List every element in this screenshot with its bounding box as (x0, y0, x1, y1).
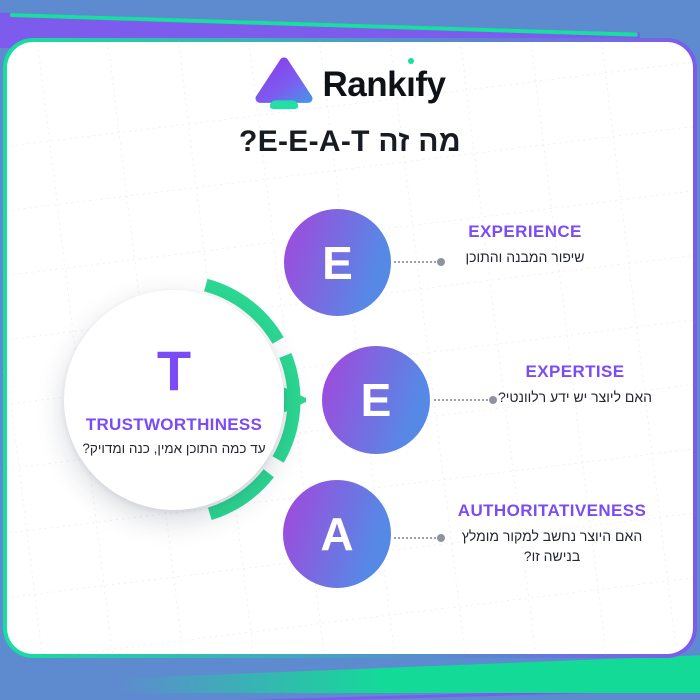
experience-item: EXPERIENCE שיפור המבנה והתוכן (452, 222, 598, 268)
expertise-heading: EXPERTISE (525, 362, 625, 381)
expertise-item: EXPERTISE האם ליוצר יש ידע רלוונטי? (496, 362, 654, 408)
expertise-letter: E (360, 374, 392, 426)
bottom-green-band (118, 655, 700, 693)
experience-badge: E (284, 209, 391, 316)
arc-segment (203, 278, 284, 344)
authoritativeness-connector (394, 534, 445, 542)
authoritativeness-heading: AUTHORITATIVENESS (457, 501, 647, 520)
authoritativeness-letter: A (320, 508, 354, 560)
trustworthiness-circle: T TRUSTWORTHINESS עד כמה התוכן אמין, כנה… (64, 290, 284, 510)
brand-name: Rankıfy (323, 67, 446, 102)
expertise-description: האם ליוצר יש ידע רלוונטי? (497, 389, 653, 405)
page-title: מה זה E-E-A-T? (239, 125, 461, 158)
logo-base (269, 100, 298, 110)
trustworthiness-letter: T (156, 338, 192, 402)
trust-arc (203, 278, 306, 521)
trustworthiness-description: עד כמה התוכן אמין, כנה ומדויק? (82, 440, 266, 456)
authoritativeness-badge: A (283, 480, 391, 588)
rankify-logo-icon (255, 57, 312, 110)
experience-connector (394, 258, 445, 266)
trustworthiness-label: TRUSTWORTHINESS (85, 414, 263, 434)
experience-description: שיפור המבנה והתוכן (465, 249, 585, 265)
logo-triangle (255, 57, 312, 103)
brand-name-part: Rank (322, 64, 407, 104)
arc-arrowhead (284, 387, 306, 413)
brand-name-part: fy (415, 64, 446, 104)
expertise-connector (434, 396, 497, 404)
brand-name-i: ı (406, 64, 416, 104)
arc-segment (207, 469, 274, 521)
experience-heading: EXPERIENCE (468, 222, 582, 241)
authoritativeness-item: AUTHORITATIVENESS האם היוצר נחשב למקור מ… (452, 501, 652, 566)
expertise-badge: E (322, 346, 430, 454)
experience-letter: E (322, 236, 353, 289)
arc-segment (272, 352, 301, 463)
authoritativeness-description: האם היוצר נחשב למקור מומלץ בנישה זו? (461, 528, 643, 564)
logo: Rankıfy (0, 56, 700, 112)
